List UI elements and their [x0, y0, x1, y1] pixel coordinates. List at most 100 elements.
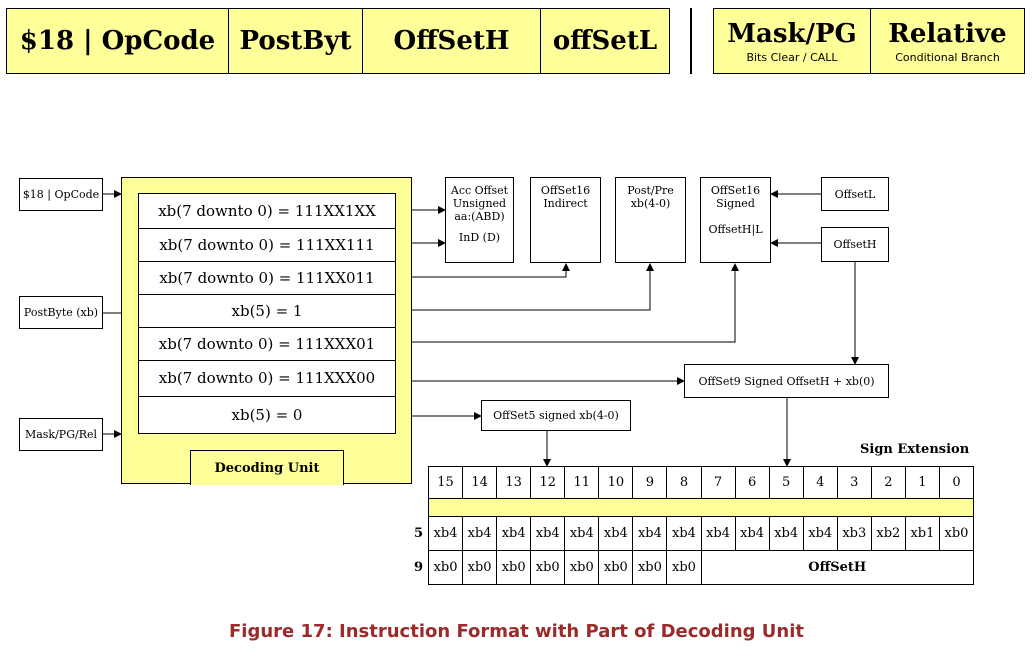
sign-extension-bar-row	[428, 498, 974, 517]
rule-text: xb(7 downto 0) = 111XX1XX	[158, 202, 376, 220]
bit-index-cell: 9	[632, 466, 668, 499]
arrow-offset16-indirect	[395, 263, 570, 278]
xb5-cell: xb4	[427, 516, 464, 551]
opcode-field: $18 | OpCode	[7, 9, 229, 73]
offset16-indirect-line: OffSet16	[540, 184, 591, 197]
postbyte-input-box: PostByte (xb)	[19, 296, 103, 329]
xb5-cell: xb4	[734, 516, 770, 551]
bit-index-cell: 14	[462, 466, 498, 499]
offset16-signed-line: Signed	[716, 197, 755, 210]
decoding-unit-label-box: Decoding Unit	[190, 450, 344, 485]
rule-row: xb(7 downto 0) = 111XX111	[139, 228, 395, 262]
offseth-box: OffsetH	[821, 227, 889, 262]
acc-offset-line	[446, 223, 513, 231]
xb5-cell: xb4	[564, 516, 600, 551]
mask-pg-subtitle: Bits Clear / CALL	[746, 50, 838, 64]
xb0-cell: xb0	[564, 550, 600, 585]
bit-index-cell: 3	[836, 466, 872, 499]
bit-index-cell: 2	[870, 466, 906, 499]
xb5-cell: xb4	[666, 516, 702, 551]
bit-index-cell: 5	[768, 466, 804, 499]
row9-label: 9	[414, 560, 424, 575]
xb5-cell: xb4	[768, 516, 804, 551]
relative-subtitle: Conditional Branch	[895, 50, 1000, 64]
acc-offset-line: Acc Offset	[450, 184, 509, 197]
offset9-extension-row: xb0 xb0 xb0 xb0 xb0 xb0 xb0 xb0 OffSetH	[427, 550, 974, 585]
bit-index-cell: 13	[496, 466, 532, 499]
offset16-signed-line: OffSet16	[710, 184, 761, 197]
xb5-extension-row: xb4 xb4 xb4 xb4 xb4 xb4 xb4 xb4 xb4 xb4 …	[427, 516, 975, 551]
opcode-input-box: $18 | OpCode	[19, 178, 103, 211]
offset16-indirect-line: Indirect	[543, 197, 588, 210]
mask-pg-field: Mask/PG Bits Clear / CALL	[714, 9, 871, 73]
arrow-post-pre	[395, 263, 654, 311]
xb5-cell: xb4	[598, 516, 634, 551]
post-pre-line: xb(4-0)	[630, 197, 671, 210]
xb5-cell: xb4	[802, 516, 838, 551]
bit-index-cell: 7	[700, 466, 736, 499]
bit-index-row: 15 14 13 12 11 10 9 8 7 6 5 4 3 2 1 0	[427, 466, 975, 499]
offset16-indirect-box: OffSet16 Indirect	[530, 177, 601, 263]
offset16-signed-line: OffsetH|L	[708, 223, 763, 236]
rule-row: xb(5) = 1	[139, 294, 395, 328]
xb0-cell: xb0	[530, 550, 566, 585]
rule-table: xb(7 downto 0) = 111XX1XX xb(7 downto 0)…	[138, 193, 396, 434]
xb0-cell: xb0	[427, 550, 464, 585]
bit-index-cell: 4	[802, 466, 838, 499]
offset5-label: OffSet5 signed xb(4-0)	[493, 409, 619, 422]
mask-input-label: Mask/PG/Rel	[24, 428, 98, 441]
acc-offset-line: aa:(ABD)	[454, 210, 505, 223]
offset5-box: OffSet5 signed xb(4-0)	[481, 400, 631, 431]
instruction-format-bar: $18 | OpCode PostByt OffSetH offSetL	[6, 8, 670, 74]
xb5-cell: xb4	[632, 516, 668, 551]
rule-text: xb(7 downto 0) = 111XX111	[159, 235, 375, 254]
post-pre-line: Post/Pre	[627, 184, 674, 197]
acc-offset-line: InD (D)	[458, 231, 501, 244]
xb5-cell: xb4	[530, 516, 566, 551]
relative-title: Relative	[888, 18, 1007, 49]
bit-index-cell: 0	[938, 466, 975, 499]
xb0-cell: xb0	[598, 550, 634, 585]
xb5-cell: xb2	[870, 516, 906, 551]
postbyte-field-label: PostByt	[239, 26, 352, 56]
rule-text: xb(5) = 1	[231, 301, 303, 320]
bit-index-cell: 10	[598, 466, 634, 499]
xb5-cell: xb0	[938, 516, 975, 551]
mask-pg-title: Mask/PG	[727, 18, 857, 49]
sign-extension-bar	[428, 498, 974, 517]
xb5-cell: xb4	[700, 516, 736, 551]
offseth-label: OffsetH	[833, 238, 877, 251]
arrow-offset16-signed	[395, 263, 739, 343]
sign-extension-title: Sign Extension	[860, 442, 970, 457]
offset16-signed-box: OffSet16 Signed OffsetH|L	[700, 177, 771, 263]
rule-text: xb(7 downto 0) = 111XX011	[159, 268, 375, 287]
offsetl-box: OffsetL	[821, 177, 889, 211]
rule-row: xb(7 downto 0) = 111XX011	[139, 261, 395, 295]
bit-index-cell: 12	[530, 466, 566, 499]
post-pre-box: Post/Pre xb(4-0)	[615, 177, 686, 263]
postbyte-field: PostByt	[229, 9, 363, 73]
offset9-box: OffSet9 Signed OffsetH + xb(0)	[684, 364, 889, 398]
mask-relative-bar: Mask/PG Bits Clear / CALL Relative Condi…	[713, 8, 1025, 74]
xb5-cell: xb1	[904, 516, 940, 551]
bit-index-cell: 15	[427, 466, 464, 499]
row5-label: 5	[414, 526, 424, 541]
offsetl-field: offSetL	[541, 9, 669, 73]
offset9-label: OffSet9 Signed OffsetH + xb(0)	[698, 374, 875, 388]
postbyte-input-label: PostByte (xb)	[23, 306, 99, 319]
rule-row: xb(7 downto 0) = 111XXX01	[139, 327, 395, 361]
bit-index-cell: 1	[904, 466, 940, 499]
mask-input-box: Mask/PG/Rel	[19, 418, 103, 451]
relative-field: Relative Conditional Branch	[871, 9, 1024, 73]
xb0-cell: xb0	[666, 550, 702, 585]
rule-row: xb(5) = 0	[139, 396, 395, 433]
figure-caption: Figure 17: Instruction Format with Part …	[229, 621, 804, 642]
offset16-signed-line	[701, 210, 770, 223]
xb5-cell: xb3	[836, 516, 872, 551]
xb5-cell: xb4	[462, 516, 498, 551]
rule-row: xb(7 downto 0) = 111XX1XX	[139, 194, 395, 229]
format-divider	[690, 8, 692, 74]
acc-offset-line: Unsigned	[452, 197, 507, 210]
acc-offset-box: Acc Offset Unsigned aa:(ABD) InD (D)	[445, 177, 514, 263]
rule-text: xb(5) = 0	[231, 405, 303, 424]
